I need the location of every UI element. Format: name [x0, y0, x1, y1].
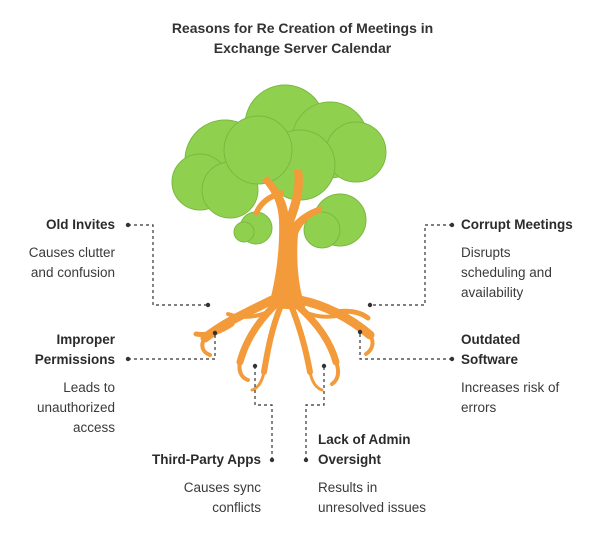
old-invites-desc-line: Causes clutter	[28, 245, 115, 260]
improper-permissions-title: Improper Permissions	[0, 330, 115, 370]
improper-permissions-desc-line: unauthorized	[36, 400, 115, 415]
old-invites-desc-line: and confusion	[30, 265, 115, 280]
roots	[193, 295, 375, 392]
admin-oversight-title-line: Oversight	[318, 452, 382, 467]
corrupt-meetings-desc: Disrupts scheduling and availability	[461, 243, 601, 303]
corrupt-meetings-desc-line: availability	[461, 285, 524, 300]
third-party-apps-desc: Causes sync conflicts	[111, 478, 261, 518]
connector-third-party	[254, 366, 273, 460]
improper-permissions-desc-line: access	[72, 420, 115, 435]
admin-oversight-desc-line: Results in	[318, 480, 378, 495]
title-line-1: Reasons for Re Creation of Meetings in	[171, 20, 434, 36]
old-invites-desc: Causes clutter and confusion	[0, 243, 115, 283]
item-admin-oversight: Lack of Admin Oversight Results in unres…	[318, 430, 468, 518]
connector-improper-permissions	[128, 333, 216, 360]
foliage	[171, 84, 387, 249]
third-party-apps-title: Third-Party Apps	[151, 452, 261, 467]
outdated-software-title-line: Software	[461, 352, 519, 367]
connector-admin-oversight	[305, 366, 325, 460]
outdated-software-title: Outdated Software	[461, 330, 601, 370]
corrupt-meetings-desc-line: Disrupts	[461, 245, 511, 260]
title-line-2: Exchange Server Calendar	[213, 40, 392, 56]
trunk	[253, 170, 322, 310]
third-party-apps-desc-line: conflicts	[212, 500, 261, 515]
item-improper-permissions: Improper Permissions Leads to unauthoriz…	[0, 330, 115, 438]
improper-permissions-desc-line: Leads to	[63, 380, 115, 395]
diagram-title: Reasons for Re Creation of Meetings in E…	[0, 18, 605, 58]
admin-oversight-title: Lack of Admin Oversight	[318, 430, 468, 470]
connector-corrupt-meetings	[370, 224, 452, 306]
improper-permissions-title-line: Improper	[56, 332, 115, 347]
old-invites-title: Old Invites	[45, 217, 115, 232]
item-old-invites: Old Invites Causes clutter and confusion	[0, 215, 115, 283]
admin-oversight-title-line: Lack of Admin	[318, 432, 411, 447]
item-third-party-apps: Third-Party Apps Causes sync conflicts	[111, 450, 261, 518]
outdated-software-title-line: Outdated	[461, 332, 521, 347]
connector-outdated-software	[359, 332, 452, 360]
outdated-software-desc-line: errors	[461, 400, 497, 415]
admin-oversight-desc-line: unresolved issues	[318, 500, 427, 515]
outdated-software-desc: Increases risk of errors	[461, 378, 601, 418]
connectors	[128, 224, 452, 460]
corrupt-meetings-desc-line: scheduling and	[461, 265, 552, 280]
third-party-apps-desc-line: Causes sync	[183, 480, 261, 495]
admin-oversight-desc: Results in unresolved issues	[318, 478, 468, 518]
improper-permissions-title-line: Permissions	[34, 352, 115, 367]
improper-permissions-desc: Leads to unauthorized access	[0, 378, 115, 438]
item-outdated-software: Outdated Software Increases risk of erro…	[461, 330, 601, 418]
corrupt-meetings-title: Corrupt Meetings	[461, 217, 573, 232]
connector-old-invites	[128, 224, 208, 306]
outdated-software-desc-line: Increases risk of	[461, 380, 560, 395]
connector-dots	[125, 222, 455, 463]
item-corrupt-meetings: Corrupt Meetings Disrupts scheduling and…	[461, 215, 601, 303]
